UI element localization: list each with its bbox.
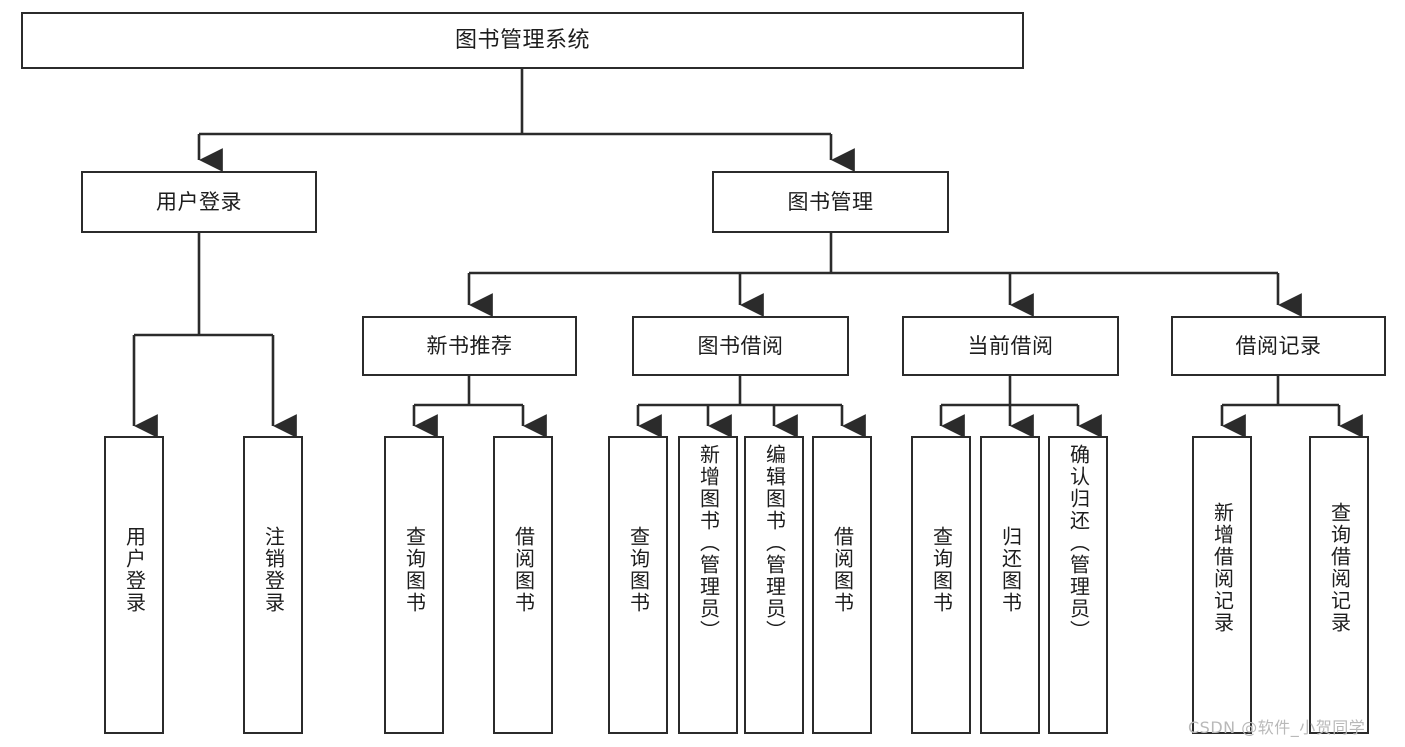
node-label: 当前借阅 [967,333,1054,358]
leaf-user-login[interactable]: 用户登录 [104,436,164,734]
node-new-book-recommend[interactable]: 新书推荐 [362,316,577,376]
node-book-borrow[interactable]: 图书借阅 [632,316,849,376]
node-borrow-record[interactable]: 借阅记录 [1171,316,1386,376]
node-root-system[interactable]: 图书管理系统 [21,12,1024,69]
node-label: 图书管理系统 [454,27,590,53]
node-label: 用户登录 [122,526,147,614]
leaf-edit-book-admin[interactable]: 编辑图书（管理员） [744,436,804,734]
leaf-add-book-admin[interactable]: 新增图书（管理员） [678,436,738,734]
leaf-return-book[interactable]: 归还图书 [980,436,1040,734]
node-label: 注销登录 [261,526,286,614]
node-current-borrow[interactable]: 当前借阅 [902,316,1119,376]
node-label: 查询图书 [626,526,651,614]
node-label: 借阅图书 [830,526,855,614]
node-label: 归还图书 [998,526,1023,614]
node-label: 新书推荐 [426,333,513,358]
leaf-borrow-book[interactable]: 借阅图书 [812,436,872,734]
node-label: 新增借阅记录 [1210,502,1235,634]
node-user-login[interactable]: 用户登录 [81,171,317,233]
csdn-watermark: CSDN @软件_小贺同学 [1188,718,1366,737]
node-book-manage[interactable]: 图书管理 [712,171,949,233]
leaf-confirm-return-admin[interactable]: 确认归还（管理员） [1048,436,1108,734]
node-label: 查询图书 [929,526,954,614]
node-label: 查询借阅记录 [1327,502,1352,634]
node-label: 图书借阅 [697,333,784,358]
node-label: 编辑图书（管理员） [762,444,787,642]
node-label: 图书管理 [787,189,874,214]
leaf-query-book-borrow[interactable]: 查询图书 [608,436,668,734]
leaf-query-borrow-record[interactable]: 查询借阅记录 [1309,436,1369,734]
node-label: 借阅记录 [1235,333,1322,358]
leaf-query-book-recommend[interactable]: 查询图书 [384,436,444,734]
node-label: 新增图书（管理员） [696,444,721,642]
leaf-borrow-book-recommend[interactable]: 借阅图书 [493,436,553,734]
leaf-query-book-current[interactable]: 查询图书 [911,436,971,734]
node-label: 借阅图书 [511,526,536,614]
node-label: 查询图书 [402,526,427,614]
leaf-add-borrow-record[interactable]: 新增借阅记录 [1192,436,1252,734]
leaf-logout-login[interactable]: 注销登录 [243,436,303,734]
node-label: 用户登录 [156,189,242,214]
node-label: 确认归还（管理员） [1066,444,1091,642]
